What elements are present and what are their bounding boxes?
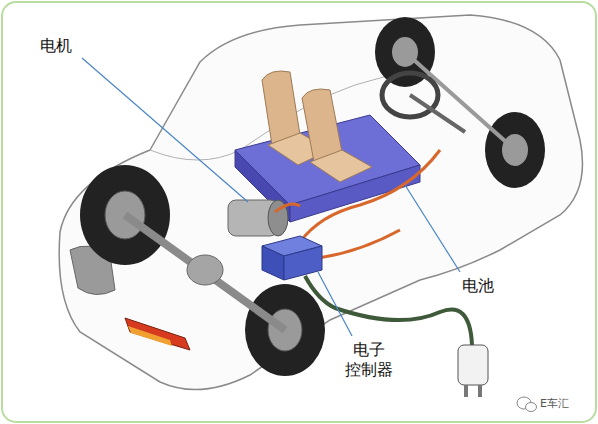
seat-back <box>302 89 342 162</box>
power-cable <box>275 204 300 212</box>
tail-light-amber <box>128 326 172 346</box>
plug <box>458 345 488 385</box>
car-body <box>59 15 582 390</box>
leader-line <box>318 272 352 336</box>
seat-back <box>262 71 300 145</box>
tail-light <box>125 318 190 350</box>
part-label: 电子 控制器 <box>343 340 394 380</box>
differential <box>187 255 223 285</box>
plug-prong <box>478 385 482 397</box>
controller-side <box>262 246 284 280</box>
leader-line <box>405 185 460 272</box>
part-label: 电池 <box>462 276 494 296</box>
steering-column <box>410 95 465 132</box>
leader-line <box>82 58 248 202</box>
controller-front <box>284 246 322 280</box>
power-cable <box>318 230 400 258</box>
front-axle <box>405 52 515 150</box>
plug-prong <box>464 385 468 397</box>
power-cable <box>300 150 440 242</box>
part-label: 电机 <box>40 36 72 56</box>
charging-cable <box>305 276 472 345</box>
watermark: E车汇 <box>540 397 569 411</box>
wechat-icon <box>526 403 537 412</box>
seat-cushion <box>310 150 372 182</box>
